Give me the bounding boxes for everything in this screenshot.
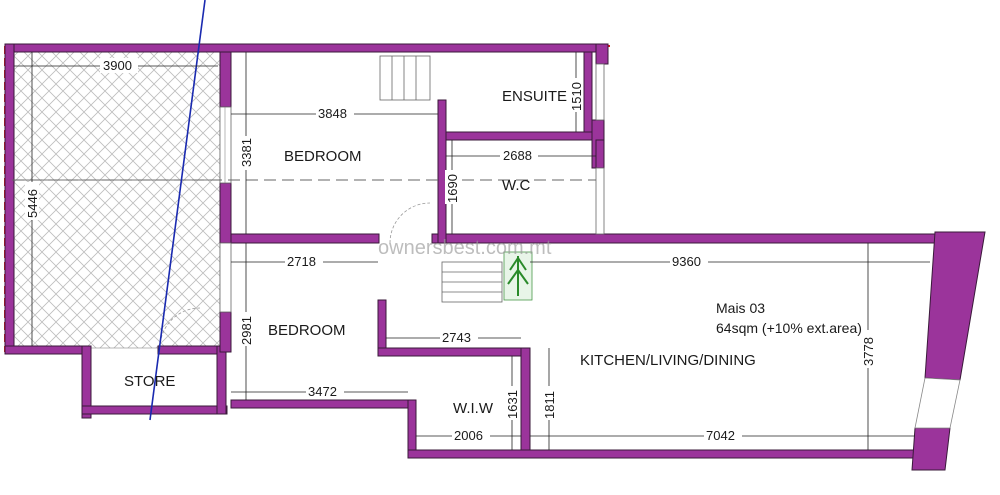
dim-bedroom1-width: 3848 (318, 106, 347, 121)
dim-wiw-width: 2006 (454, 428, 483, 443)
dimension-labels: 3900 5446 3848 3381 1510 2688 1690 2718 … (25, 58, 876, 443)
dim-kitchen-depth: 1811 (542, 391, 557, 419)
dim-bedroom2-width: 2718 (287, 254, 316, 269)
room-label-wc: W.C (502, 177, 530, 194)
blue-line (149, 0, 206, 421)
dim-bedroom1-depth: 3381 (239, 138, 254, 167)
dim-bedroom2-bottom: 3472 (308, 384, 337, 399)
dim-kitchen-inner: 2743 (442, 330, 471, 345)
unit-area: 64sqm (+10% ext.area) (716, 320, 862, 336)
dim-living-width: 9360 (672, 254, 701, 269)
door-arc (389, 202, 431, 244)
dim-terrace-depth: 5446 (25, 189, 40, 218)
room-label-bedroom-2: BEDROOM (268, 322, 346, 339)
window (595, 63, 605, 121)
terrace-area (11, 51, 221, 349)
room-label-store: STORE (124, 373, 175, 390)
room-label-bedroom-1: BEDROOM (284, 148, 362, 165)
window (595, 167, 605, 235)
dim-kitchen-width: 7042 (706, 428, 735, 443)
room-label-ensuite: ENSUITE (502, 88, 567, 105)
dim-ensuite-depth: 1510 (569, 82, 584, 111)
window (219, 106, 232, 184)
room-label-wiw: W.I.W (453, 400, 494, 417)
watermark: ownersbest.com.mt (378, 237, 552, 259)
dim-wc-width: 2688 (503, 148, 532, 163)
dim-wiw-depth: 1631 (505, 390, 520, 419)
unit-name: Mais 03 (716, 300, 765, 316)
dim-bedroom2-depth: 2981 (239, 316, 254, 345)
dim-wc-depth: 1690 (445, 174, 460, 203)
walls (4, 43, 986, 471)
window (914, 377, 961, 429)
stairs (379, 55, 503, 303)
window (219, 242, 232, 313)
dim-living-depth: 3778 (861, 337, 876, 366)
dim-terrace-width: 3900 (103, 58, 132, 73)
room-label-kitchen: KITCHEN/LIVING/DINING (580, 352, 756, 369)
